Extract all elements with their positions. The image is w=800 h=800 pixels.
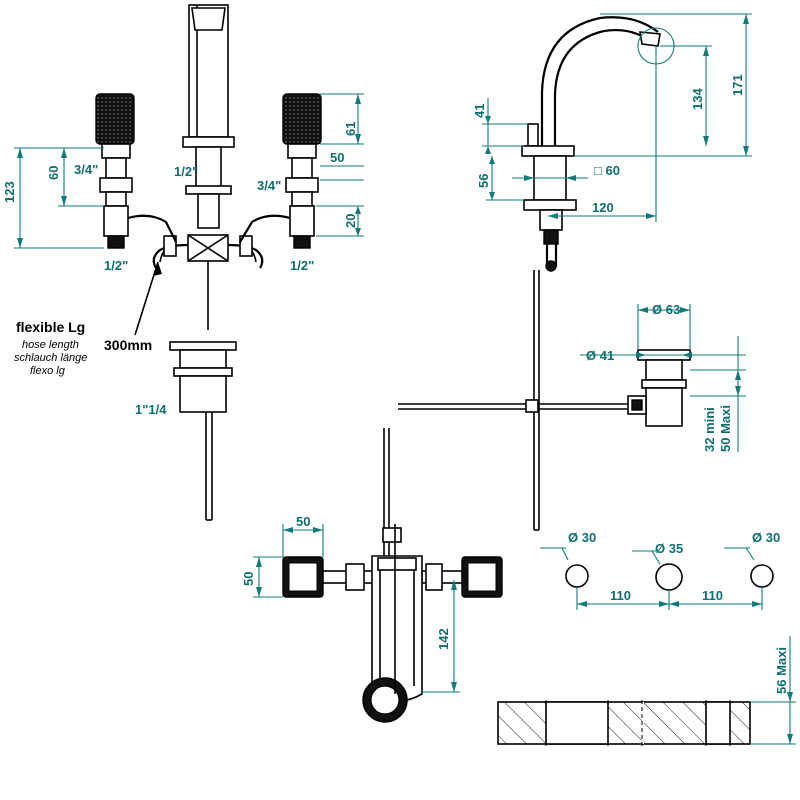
dim-side-top: 41 bbox=[472, 104, 487, 118]
label-spout-thread: 1/2" bbox=[174, 164, 198, 179]
front-cross-fitting bbox=[152, 234, 264, 330]
dim-side-total-height: 171 bbox=[730, 74, 745, 96]
dim-front-valve: 60 bbox=[46, 166, 61, 180]
front-dimensions bbox=[14, 93, 364, 249]
waste-view: Ø 63 Ø 41 32 mini 50 Maxi bbox=[398, 302, 746, 452]
hose-title: flexible Lg bbox=[16, 319, 85, 335]
dim-side-square: □ 60 bbox=[594, 163, 620, 178]
dim-spacing-left: 110 bbox=[610, 588, 631, 603]
side-spout bbox=[521, 16, 675, 531]
dim-waste-outer: Ø 63 bbox=[652, 302, 680, 317]
side-view: 41 56 134 171 □ 60 120 bbox=[472, 13, 752, 531]
deck-section: 56 Maxi bbox=[497, 636, 796, 746]
label-waste-thread: 1"1/4 bbox=[135, 402, 167, 417]
front-left-valve bbox=[95, 93, 177, 249]
dim-waste-max: 50 Maxi bbox=[718, 405, 733, 452]
dim-front-height: 123 bbox=[2, 181, 17, 203]
dim-front-offset: 50 bbox=[330, 150, 344, 165]
dim-hole-right: Ø 30 bbox=[752, 530, 780, 545]
dim-hole-left: Ø 30 bbox=[568, 530, 596, 545]
dim-deck-thickness: 56 Maxi bbox=[774, 647, 789, 694]
dim-top-height: 50 bbox=[241, 572, 256, 586]
dim-side-reach: 120 bbox=[592, 200, 614, 215]
hole-layout: Ø 30 Ø 35 Ø 30 110 110 bbox=[540, 530, 780, 610]
label-outlet-right: 1/2" bbox=[290, 258, 314, 273]
hose-length: 300mm bbox=[104, 337, 152, 353]
hose-english: hose length bbox=[22, 339, 79, 351]
front-view: 123 60 61 50 20 3/4" 3/4" 1/2" 1/2" 1/2"… bbox=[2, 4, 364, 521]
dim-side-spout-height: 134 bbox=[690, 88, 705, 110]
dim-top-width: 50 bbox=[296, 514, 310, 529]
dim-side-base: 56 bbox=[476, 174, 491, 188]
dim-front-bottom: 20 bbox=[343, 214, 358, 228]
hose-german: schlauch länge bbox=[14, 352, 87, 364]
label-outlet-left: 1/2" bbox=[104, 258, 128, 273]
dim-front-handle: 61 bbox=[343, 122, 358, 136]
top-view: 50 50 142 bbox=[241, 428, 503, 723]
dim-waste-min: 32 mini bbox=[702, 407, 717, 452]
side-dimensions bbox=[482, 13, 752, 222]
front-waste bbox=[169, 341, 237, 521]
dim-waste-inner: Ø 41 bbox=[586, 348, 614, 363]
dim-top-spout: 142 bbox=[436, 628, 451, 650]
dim-spacing-right: 110 bbox=[702, 588, 723, 603]
front-spout bbox=[182, 4, 235, 229]
dim-hole-center: Ø 35 bbox=[655, 541, 683, 556]
label-inlet-left: 3/4" bbox=[74, 162, 98, 177]
label-inlet-right: 3/4" bbox=[257, 178, 281, 193]
front-right-valve bbox=[239, 93, 322, 249]
hose-spanish: flexo lg bbox=[30, 365, 66, 377]
hose-arrow bbox=[134, 261, 162, 336]
